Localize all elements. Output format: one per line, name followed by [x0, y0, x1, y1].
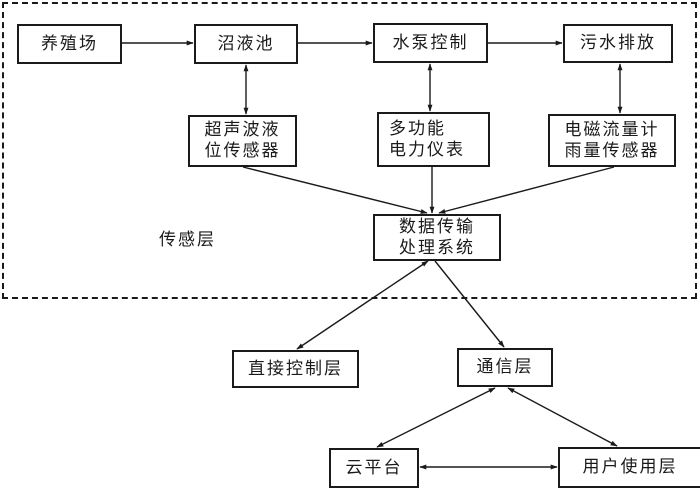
- node-direct-control-layer: 直接控制层: [232, 350, 359, 388]
- node-sewage-discharge: 污水排放: [563, 24, 673, 63]
- edge-communication-layer-to-cloud-platform: [376, 387, 496, 448]
- node-ultrasonic-line-2: 位传感器: [204, 141, 281, 161]
- node-pump-control-label: 水泵控制: [392, 32, 469, 53]
- node-power-meter-line-1: 多功能: [389, 118, 446, 139]
- node-power-meter: 多功能 电力仪表: [377, 112, 490, 167]
- edge-data-processing-to-communication-layer: [434, 260, 505, 348]
- node-communication-label: 通信层: [476, 357, 534, 377]
- node-power-meter-line-2: 电力仪表: [389, 139, 465, 160]
- node-user-layer: 用户使用层: [558, 447, 700, 488]
- node-ultrasonic-level-sensor: 超声波液 位传感器: [188, 115, 297, 167]
- node-flow-rain-line-1: 电磁流量计: [564, 119, 660, 140]
- edge-flow-rain-sensor-to-data-processing: [438, 166, 615, 214]
- edge-communication-layer-to-user-layer: [507, 387, 618, 447]
- node-cloud-platform-label: 云平台: [345, 457, 403, 478]
- node-slurry-pool-label: 沼液池: [217, 33, 275, 54]
- node-communication-layer: 通信层: [457, 348, 553, 387]
- node-data-processing-system: 数据传输 处理系统: [373, 214, 501, 261]
- node-sewage-discharge-label: 污水排放: [580, 33, 656, 53]
- node-flow-rain-sensor: 电磁流量计 雨量传感器: [548, 114, 676, 167]
- edge-data-processing-to-direct-control-layer: [296, 260, 429, 350]
- node-flow-rain-line-2: 雨量传感器: [564, 140, 660, 161]
- node-direct-control-label: 直接控制层: [248, 358, 343, 379]
- node-farm-label: 养殖场: [41, 33, 98, 54]
- node-pump-control: 水泵控制: [373, 23, 488, 63]
- node-farm: 养殖场: [17, 24, 122, 64]
- node-cloud-platform: 云平台: [329, 448, 419, 488]
- node-data-processing-line-1: 数据传输: [399, 216, 475, 237]
- edge-ultrasonic-sensor-to-data-processing: [242, 166, 428, 214]
- node-user-layer-label: 用户使用层: [582, 457, 678, 477]
- node-ultrasonic-line-1: 超声波液: [204, 120, 281, 140]
- sensing-layer-label: 传感层: [159, 230, 216, 250]
- node-data-processing-line-2: 处理系统: [399, 237, 475, 258]
- node-slurry-pool: 沼液池: [194, 24, 298, 64]
